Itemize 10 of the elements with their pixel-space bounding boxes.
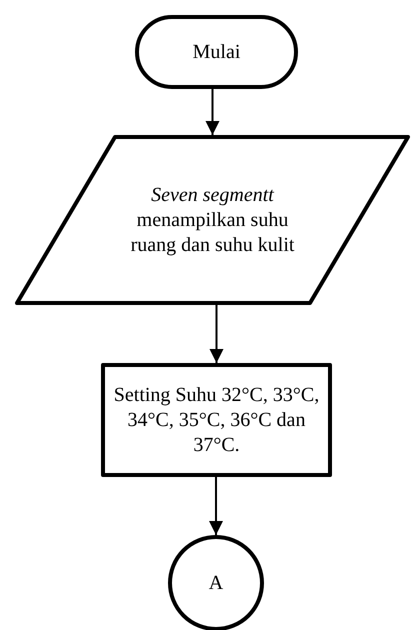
node-text: Setting Suhu 32°C, 33°C, 34°C, 35°C, 36°C dan 37°C. [112,382,320,458]
node-text: Mulai [192,40,240,64]
input-output-parallelogram [15,135,410,305]
node-text: A [208,570,224,596]
process-box [101,363,332,477]
arrow [206,89,220,135]
start-terminator [135,15,298,89]
arrow [209,477,223,535]
arrow [210,305,224,363]
node-text: Seven segmentt menampilkan suhu ruang dan suhu kulit [130,182,296,258]
